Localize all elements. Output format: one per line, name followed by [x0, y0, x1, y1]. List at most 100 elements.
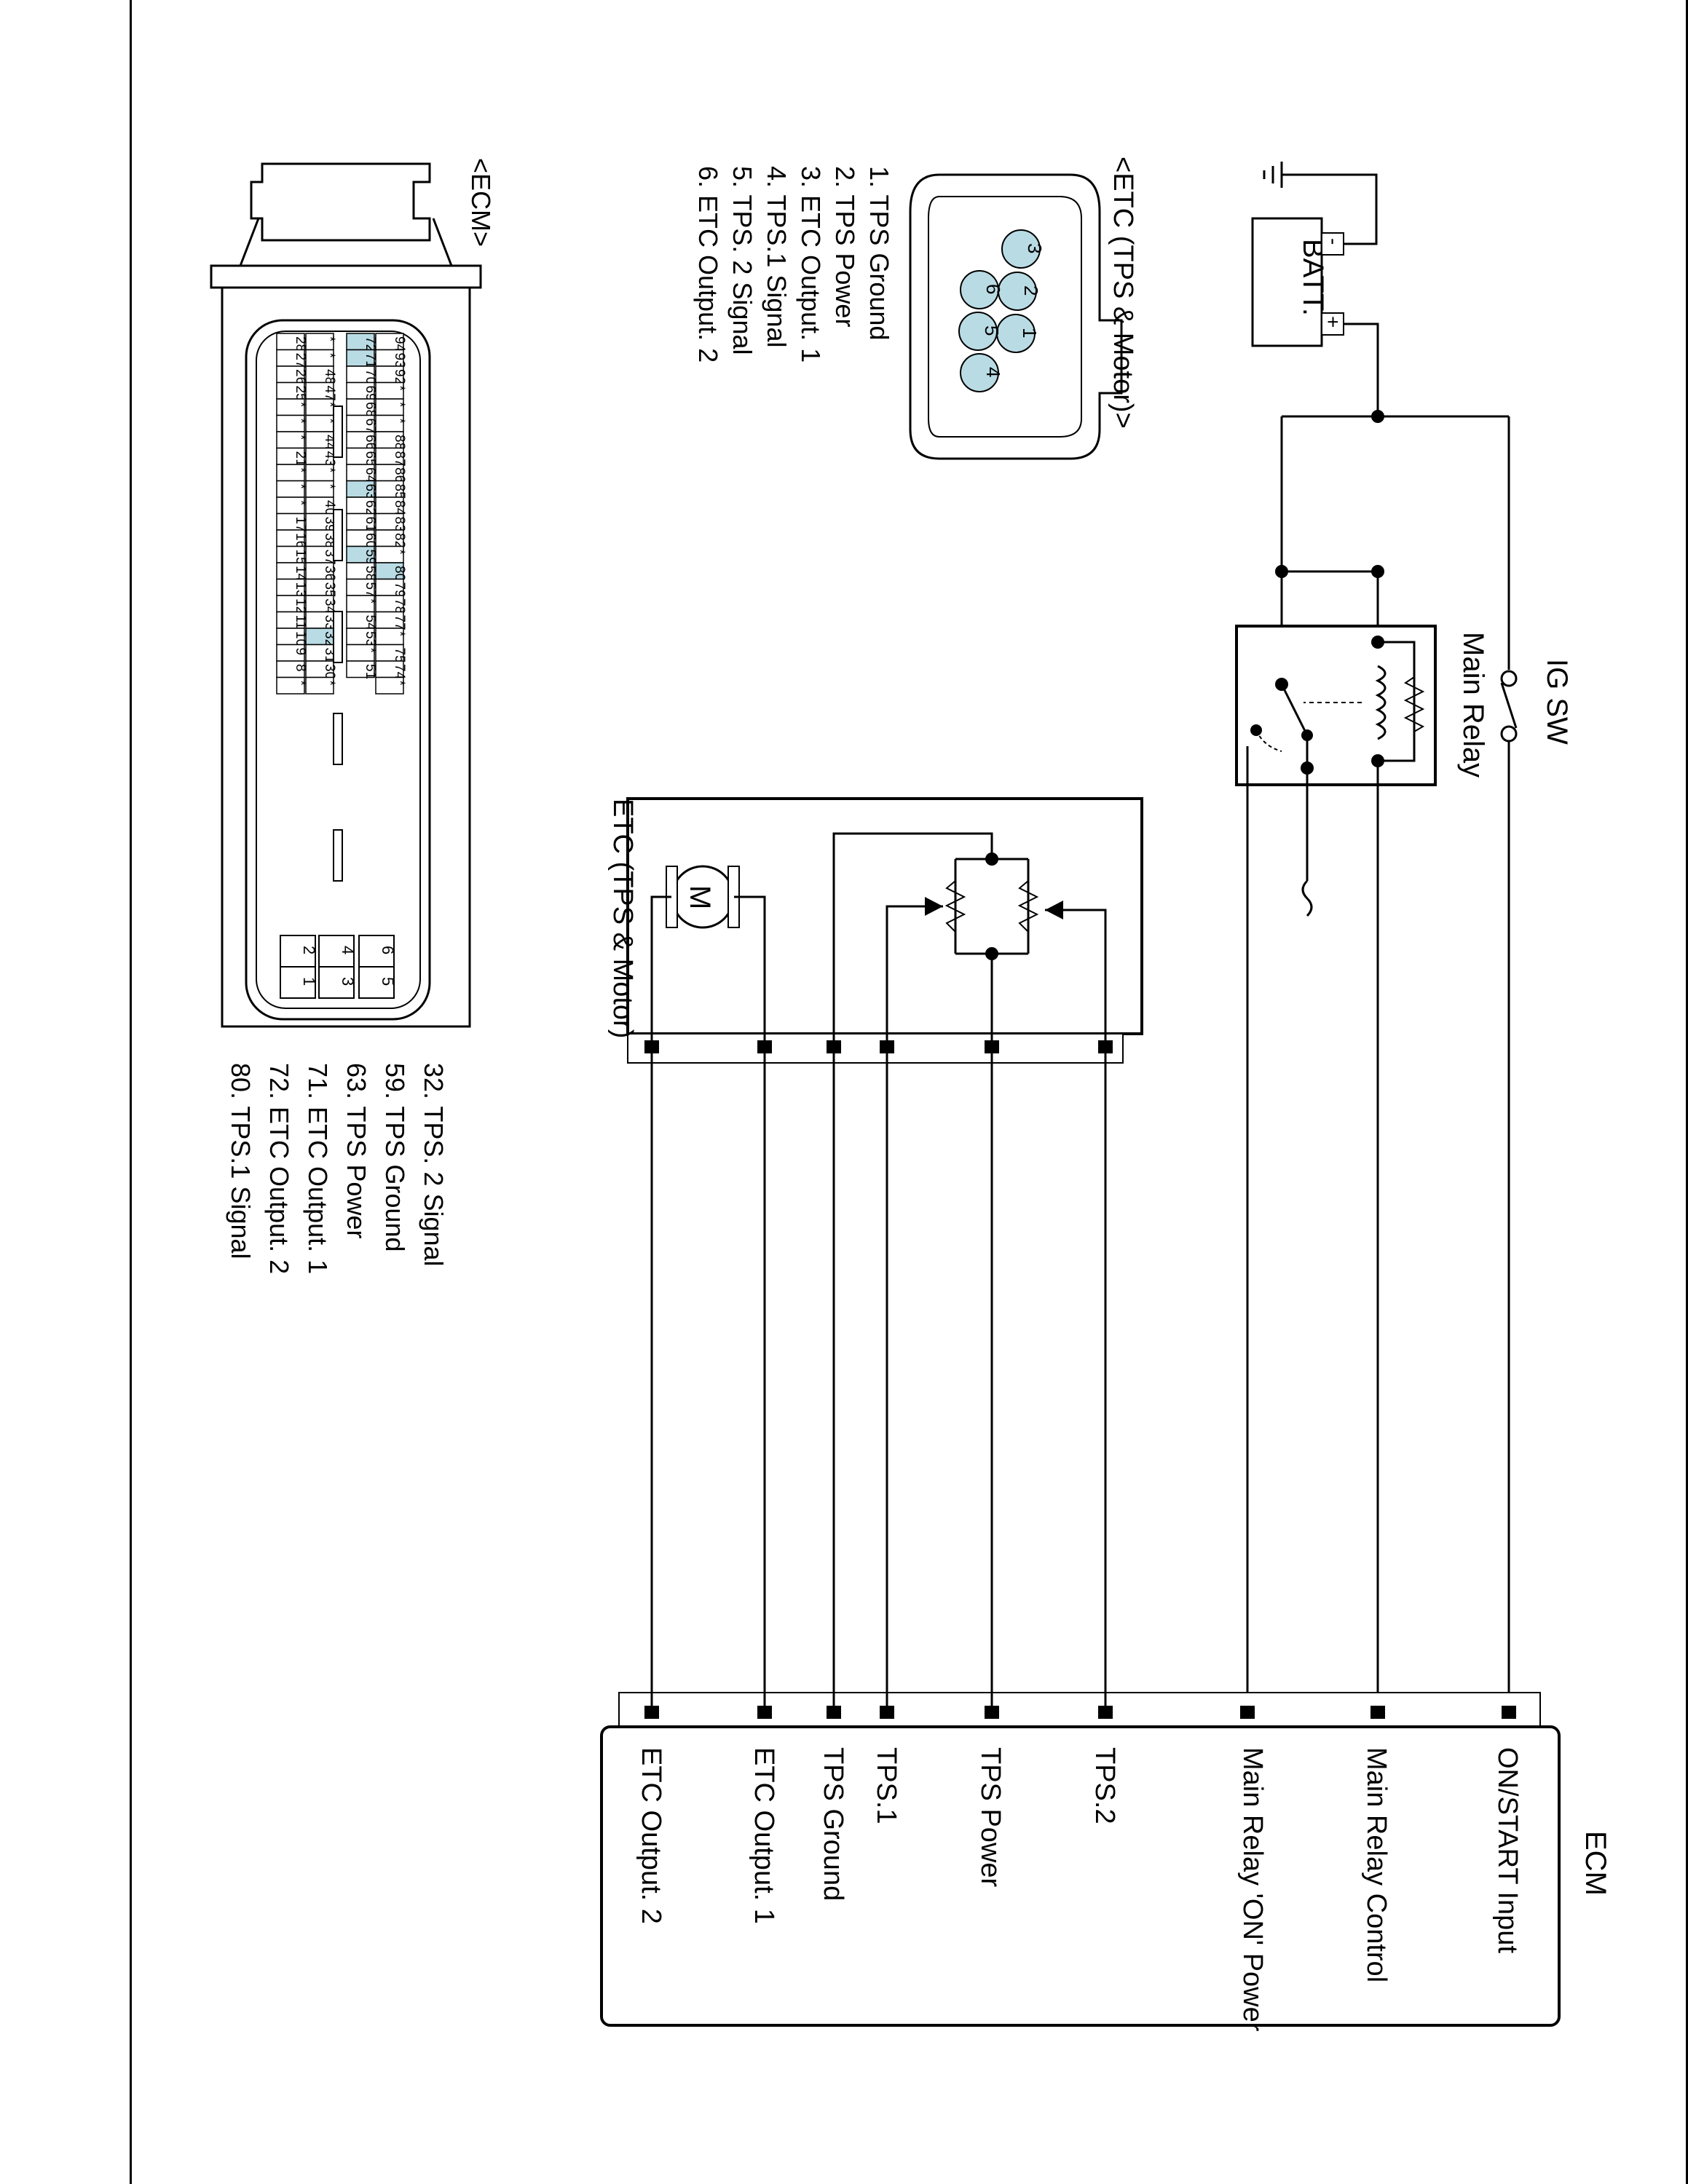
ecm-pin-main-relay-on-power: Main Relay 'ON' Power: [1237, 1747, 1268, 2032]
ecm-pin-number: 74: [392, 664, 407, 680]
wire-terminal: [880, 1040, 894, 1053]
ecm-small-pin-number: 6: [379, 946, 397, 954]
wire-terminal: [757, 1706, 772, 1719]
ecm-pin-number: 60: [363, 533, 378, 548]
ecm-pin-number: 47: [322, 386, 337, 401]
ecm-pin-number: 27: [293, 353, 308, 368]
ecm-small-pin-number: 1: [300, 977, 318, 986]
ecm-pin-number: 85: [392, 484, 407, 499]
wire-terminal: [644, 1706, 659, 1719]
ecm-pin-number: 63: [363, 484, 378, 499]
ecm-pin-number: 61: [363, 517, 378, 532]
ecm-pin-number: 79: [392, 582, 407, 598]
ecm-pin-cell: [346, 660, 375, 678]
ecm-pin-number: 72: [363, 336, 378, 352]
wire-terminal: [1098, 1040, 1113, 1053]
ecm-pin-number: 15: [293, 550, 308, 565]
wire-terminal: [757, 1040, 772, 1053]
ecm-pin-number: 57: [363, 582, 378, 598]
ecm-pin-on-start-input: ON/START Input: [1492, 1747, 1523, 1953]
ecm-pin-number: 80: [392, 566, 407, 581]
etc-pin: [958, 312, 998, 351]
etc-pin-number: 5: [981, 325, 1003, 336]
ecm-pin-group-divider: [333, 611, 343, 663]
ig-sw-label: IG SW: [1541, 659, 1573, 745]
ecm-pin-number: *: [322, 467, 337, 473]
ecm-pin-label: 71. ETC Output. 1: [303, 1063, 333, 1274]
ecm-pin-number: 84: [392, 500, 407, 516]
etc-pin-label: 1. TPS Ground: [864, 166, 894, 340]
ecm-pin-number: *: [293, 484, 308, 490]
ecm-pin-number: 26: [293, 369, 308, 384]
ecm-pin-label: 72. ETC Output. 2: [264, 1063, 294, 1274]
battery-minus: -: [1322, 238, 1345, 245]
ecm-connector-title: <ECM>: [466, 158, 496, 247]
ecm-small-pin: [358, 935, 395, 968]
etc-pin-number: 4: [982, 367, 1004, 377]
ecm-pin-number: *: [363, 598, 378, 604]
ecm-pin-group-divider: [333, 509, 343, 561]
wire-terminal: [1370, 1706, 1385, 1719]
ecm-pin-number: 62: [363, 500, 378, 515]
etc-pin-label: 4. TPS.1 Signal: [762, 166, 792, 348]
ecm-pin-number: 21: [293, 451, 308, 467]
ecm-pin-number: *: [293, 500, 308, 506]
ecm-pin-number: 58: [363, 566, 378, 581]
ecm-pin-group-divider: [333, 405, 343, 458]
ecm-pin-number: 66: [363, 435, 378, 450]
ecm-pin-number: *: [392, 402, 407, 408]
ecm-pin-number: *: [293, 435, 308, 440]
ecm-small-pin: [280, 966, 316, 999]
wire-terminal: [644, 1040, 659, 1053]
wire-terminal: [827, 1040, 841, 1053]
wire-terminals: [644, 1040, 1516, 1719]
ecm-pin-etc-output-2: ETC Output. 2: [636, 1747, 666, 1924]
ecm-input-labels: ON/START Input Main Relay Control Main R…: [636, 1747, 1523, 2032]
ecm-pin-number: *: [392, 419, 407, 424]
ecm-pin-number: 75: [392, 648, 407, 663]
ecm-pin-tps1: TPS.1: [871, 1747, 902, 1824]
ecm-pin-number: 17: [293, 517, 308, 532]
ecm-pin-number: *: [392, 386, 407, 392]
ecm-pin-number: 59: [363, 550, 378, 565]
etc-pin: [960, 353, 999, 392]
ecm-pin-number: 28: [293, 336, 308, 352]
ecm-pin-number: *: [293, 467, 308, 473]
ecm-pin-number: 70: [363, 369, 378, 384]
ecm-pin-number: 16: [293, 533, 308, 548]
ecm-pin-group-divider: [333, 829, 343, 882]
ecm-pin-number: 88: [392, 435, 407, 450]
ecm-pin-main-relay-control: Main Relay Control: [1361, 1747, 1392, 1982]
ecm-pin-number: *: [322, 419, 337, 424]
ecm-pin-number: 25: [293, 386, 308, 401]
ecm-pin-label: 80. TPS.1 Signal: [226, 1063, 256, 1259]
ecm-pin-number: *: [322, 402, 337, 408]
etc-connector-title: <ETC (TPS & Motor)>: [1108, 157, 1138, 429]
ecm-small-pin: [280, 935, 316, 968]
ecm-connector: 949392***88878685848382*80797877*7574*72…: [210, 158, 496, 1028]
ecm-pin-number: *: [322, 336, 337, 342]
ig-sw: IG SW: [1500, 659, 1573, 1712]
etc-component: ETC (TPS & Motor) M: [607, 797, 1143, 1064]
harness-wires: [650, 1052, 1107, 1712]
ecm-pin-number: 67: [363, 419, 378, 434]
ecm-pin-number: 12: [293, 598, 308, 614]
ecm-pin-cell: [276, 676, 305, 695]
etc-pin-number: 1: [1019, 328, 1041, 338]
ecm-pin-cell: [375, 676, 404, 695]
motor-letter: M: [684, 885, 716, 909]
ecm-pin-cell: [305, 676, 334, 695]
wire-terminal: [985, 1706, 999, 1719]
battery: BATT. - +: [1251, 162, 1379, 416]
ecm-pin-number: 14: [293, 566, 308, 582]
ecm-pin-tps-ground: TPS Ground: [818, 1747, 848, 1901]
ecm-pin-number: 92: [392, 369, 407, 384]
ecm-pin-number: *: [322, 681, 337, 687]
wire-terminal: [985, 1040, 999, 1053]
ecm-pin-number: *: [322, 484, 337, 490]
wire-terminal: [880, 1706, 894, 1719]
ecm-pin-number: *: [392, 631, 407, 637]
ecm-pin-label: 32. TPS. 2 Signal: [419, 1063, 449, 1267]
ecm-pin-number: 53: [363, 631, 378, 646]
